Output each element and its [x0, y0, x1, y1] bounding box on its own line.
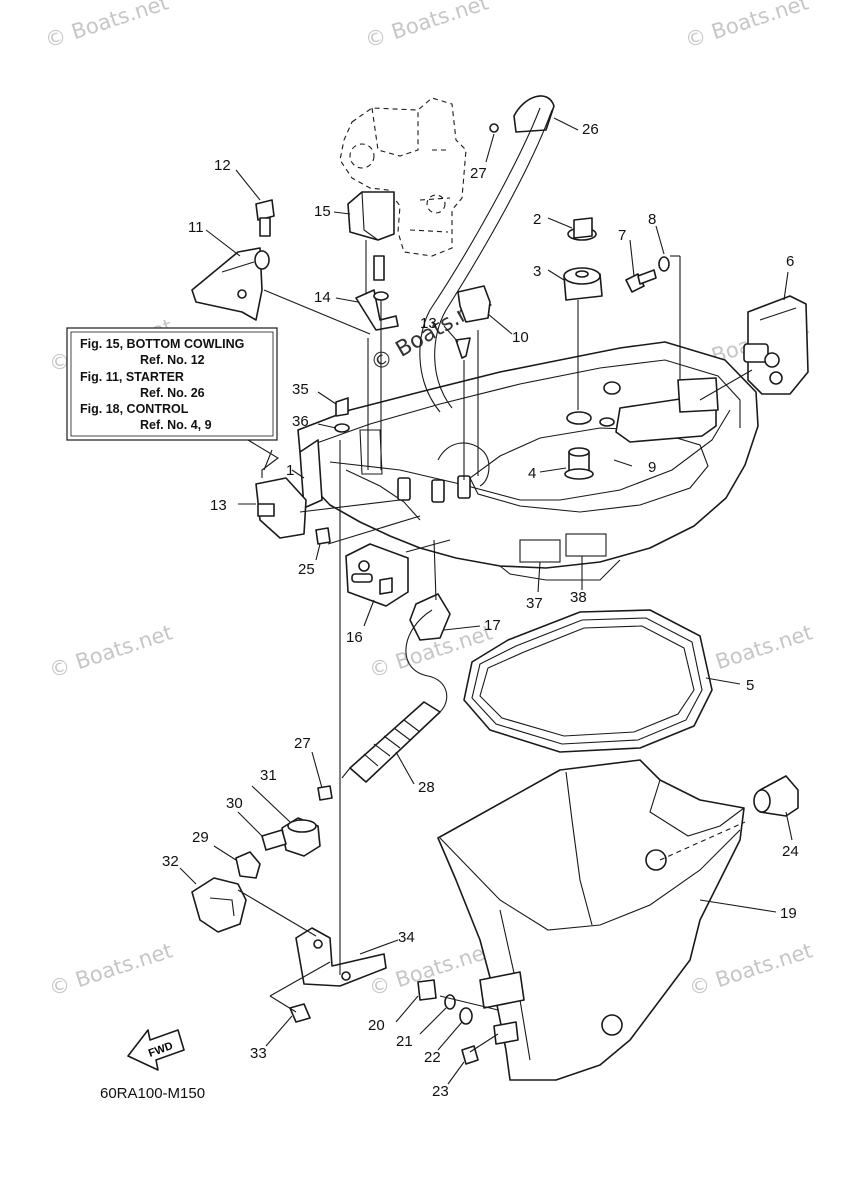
callout-12: 12	[214, 157, 231, 174]
clip-14	[355, 255, 399, 331]
callout-9: 9	[648, 459, 656, 476]
watermark: © Boats.net	[362, 0, 491, 53]
callout-13-lower: 13	[210, 497, 227, 514]
ref-figure: Fig. 18, CONTROL	[80, 402, 189, 416]
gasket	[463, 609, 713, 753]
nut-23	[461, 1045, 479, 1065]
callout-16: 16	[346, 629, 363, 646]
callout-1: 1	[286, 462, 294, 479]
ref-number: Ref. No. 12	[140, 353, 205, 367]
callout-33: 33	[250, 1045, 267, 1062]
bracket-11	[191, 247, 270, 321]
watermark: © Boats.net	[46, 938, 175, 1000]
clip-13-small	[455, 337, 471, 359]
callout-30: 30	[226, 795, 243, 812]
watermark: © Boats.net	[686, 938, 815, 1000]
grip-32	[191, 877, 247, 933]
callout-10: 10	[512, 329, 529, 346]
callout-11: 11	[188, 219, 204, 236]
callout-3: 3	[533, 263, 541, 280]
watermark: © Boats.net	[682, 0, 811, 53]
knob-29	[235, 851, 261, 879]
grommet-3	[563, 267, 603, 301]
nut-31	[281, 817, 321, 857]
grommet-17	[409, 593, 451, 641]
callout-13-upper: 13	[420, 315, 437, 332]
clip-27	[317, 785, 333, 801]
bolt-33	[289, 1003, 311, 1023]
callout-15: 15	[314, 203, 331, 220]
callout-21: 21	[396, 1033, 413, 1050]
callout-23: 23	[432, 1083, 449, 1100]
callout-37: 37	[526, 595, 543, 612]
ref-figure: Fig. 11, STARTER	[80, 370, 184, 384]
bottom-cowling	[297, 341, 759, 581]
callout-5: 5	[746, 677, 754, 694]
callout-4: 4	[528, 465, 536, 482]
callout-28: 28	[418, 779, 435, 796]
washer-8	[658, 256, 670, 272]
callout-38: 38	[570, 589, 587, 606]
callout-31: 31	[260, 767, 277, 784]
washer-22	[459, 1007, 473, 1025]
callout-26: 26	[582, 121, 599, 138]
callout-22: 22	[424, 1049, 441, 1066]
callout-17: 17	[484, 617, 501, 634]
watermark: © Boats.net	[42, 0, 171, 53]
cable-28	[341, 609, 448, 783]
apron	[437, 759, 746, 1081]
grommet-24	[753, 775, 799, 817]
callout-24: 24	[782, 843, 799, 860]
screw-35	[335, 397, 349, 417]
callout-19: 19	[780, 905, 797, 922]
leader-lines	[179, 117, 793, 1085]
ref-figure: Fig. 15, BOTTOM COWLING	[80, 337, 244, 351]
diagram-code: 60RA100-M150	[100, 1085, 205, 1102]
bolt-20	[417, 979, 437, 1001]
callout-6: 6	[786, 253, 794, 270]
callout-25: 25	[298, 561, 315, 578]
callout-27-upper: 27	[470, 165, 487, 182]
callout-35: 35	[292, 381, 309, 398]
callout-32: 32	[162, 853, 179, 870]
callout-27-lower: 27	[294, 735, 311, 752]
callout-7: 7	[618, 227, 626, 244]
ref-number: Ref. No. 26	[140, 386, 205, 400]
clip-25	[315, 527, 331, 545]
watermark: © Boats.net	[46, 620, 175, 682]
hose-26	[419, 95, 555, 413]
callout-29: 29	[192, 829, 209, 846]
cap-13	[255, 477, 307, 539]
screw-7	[625, 269, 657, 293]
callout-14: 14	[314, 289, 331, 306]
reference-box: Fig. 15, BOTTOM COWLING Ref. No. 12 Fig.…	[66, 327, 279, 478]
fwd-arrow: FWD	[127, 1029, 185, 1071]
bolt-12	[255, 199, 275, 237]
ref-number: Ref. No. 4, 9	[140, 418, 212, 432]
bracket-34	[295, 927, 387, 987]
engine-outline	[339, 97, 467, 257]
plug-16	[345, 543, 409, 607]
callout-8: 8	[648, 211, 656, 228]
callout-numbers: 1 2 3 4 5 6 7 8 9 10 11 12 13 13 14 15 1…	[162, 121, 799, 1100]
callout-20: 20	[368, 1017, 385, 1034]
bracket-6	[743, 295, 809, 395]
connection-lines	[237, 240, 753, 1053]
callout-34: 34	[398, 929, 415, 946]
clip-10	[457, 285, 491, 323]
clamp-15	[347, 191, 395, 241]
washer-30	[261, 829, 287, 851]
bolt-2	[567, 217, 597, 241]
callout-36: 36	[292, 413, 309, 430]
washer-36	[334, 423, 350, 433]
callout-2: 2	[533, 211, 541, 228]
